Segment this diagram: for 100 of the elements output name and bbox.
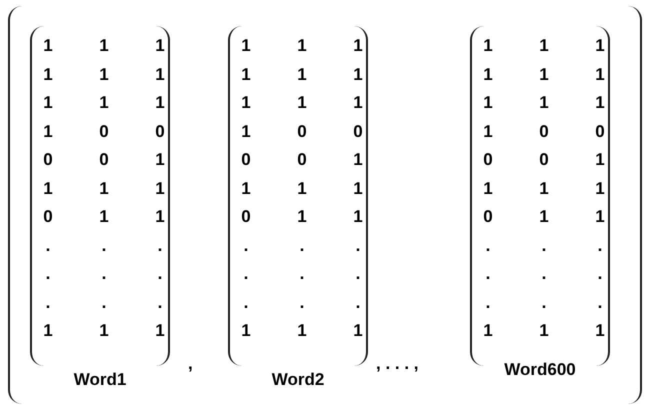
matrix-entry: 1 — [538, 36, 550, 56]
matrix-entry: 0 — [482, 150, 494, 170]
matrix-entry: 1 — [594, 93, 606, 113]
matrix-entry: 1 — [42, 64, 54, 84]
matrix-entry: 0 — [98, 122, 110, 142]
matrix-entry: . — [156, 292, 164, 312]
matrix-entry: . — [484, 292, 492, 312]
matrix-entry: 1 — [594, 178, 606, 198]
matrix-entry: 1 — [352, 64, 364, 84]
matrix-entry: 1 — [240, 64, 252, 84]
matrix-entry: 0 — [154, 122, 166, 142]
matrix-entry: 1 — [98, 207, 110, 227]
matrix-entry: 1 — [296, 36, 308, 56]
matrix-entry: 1 — [352, 93, 364, 113]
matrix-entry: 1 — [154, 64, 166, 84]
matrix-entry: . — [44, 236, 52, 256]
matrix-entry: . — [44, 292, 52, 312]
matrix-caption: Word1 — [72, 370, 128, 390]
matrix-entry: 1 — [482, 178, 494, 198]
matrix-entry: 0 — [296, 150, 308, 170]
matrix-entry: 1 — [296, 64, 308, 84]
matrix-entry: 1 — [538, 93, 550, 113]
matrix-entry: . — [540, 264, 548, 284]
matrix-entry: 1 — [42, 36, 54, 56]
matrix-entry: 1 — [594, 64, 606, 84]
matrix-entry: 0 — [296, 122, 308, 142]
matrix-entry: 0 — [98, 150, 110, 170]
matrix-entry: 1 — [538, 64, 550, 84]
matrix-entry: 1 — [240, 36, 252, 56]
matrix-entry: 0 — [352, 122, 364, 142]
matrix-entry: . — [596, 236, 604, 256]
matrix-entry: 1 — [482, 321, 494, 341]
matrix-entry: 1 — [296, 93, 308, 113]
matrix-entry: 0 — [42, 207, 54, 227]
matrix-entry: 0 — [594, 122, 606, 142]
matrix-caption: Word600 — [503, 360, 577, 380]
matrix-entry: 1 — [352, 207, 364, 227]
matrix-entry: . — [100, 236, 108, 256]
matrix-entry: 1 — [240, 178, 252, 198]
matrix-entry: 1 — [154, 93, 166, 113]
matrix-entry: 1 — [352, 150, 364, 170]
matrix-entry: . — [354, 236, 362, 256]
matrix-caption: Word2 — [270, 370, 326, 390]
matrix-entry: 1 — [482, 122, 494, 142]
matrix-entry: 1 — [482, 93, 494, 113]
separator-text: , — [188, 354, 193, 374]
matrix-entry: 1 — [296, 207, 308, 227]
matrix-entry: . — [298, 236, 306, 256]
matrix-entry: 1 — [42, 321, 54, 341]
matrix-entry: 1 — [538, 321, 550, 341]
matrix-entry: 1 — [482, 64, 494, 84]
matrix-entry: 1 — [352, 36, 364, 56]
matrix-entry: 1 — [352, 321, 364, 341]
matrix-entry: . — [242, 236, 250, 256]
matrix-entry: . — [596, 292, 604, 312]
matrix-entry: 1 — [98, 178, 110, 198]
matrix-entry: 0 — [240, 150, 252, 170]
matrix-entry: 1 — [154, 321, 166, 341]
matrix-entry: 1 — [98, 93, 110, 113]
matrix-entry: . — [156, 236, 164, 256]
matrix-entry: 1 — [98, 36, 110, 56]
matrix-entry: . — [298, 264, 306, 284]
matrix-entry: . — [540, 236, 548, 256]
matrix-entry: 1 — [154, 207, 166, 227]
matrix-entry: . — [354, 264, 362, 284]
matrix-entry: 1 — [352, 178, 364, 198]
matrix-entry: 0 — [538, 122, 550, 142]
matrix-entry: . — [242, 292, 250, 312]
matrix-entry: 1 — [42, 122, 54, 142]
matrix-entry: . — [44, 264, 52, 284]
matrix-entry: 1 — [42, 178, 54, 198]
matrix-entry: 1 — [240, 93, 252, 113]
matrix-entry: . — [298, 292, 306, 312]
matrix-entry: 1 — [538, 178, 550, 198]
matrix-entry: . — [540, 292, 548, 312]
separator-text: , . . . , — [376, 354, 419, 374]
matrix-entry: 1 — [240, 321, 252, 341]
matrix-entry: 0 — [482, 207, 494, 227]
matrix-entry: . — [596, 264, 604, 284]
matrix-entry: 1 — [594, 207, 606, 227]
matrix-entry: 0 — [538, 150, 550, 170]
matrix-entry: 1 — [296, 321, 308, 341]
matrix-entry: 1 — [296, 178, 308, 198]
matrix-entry: 0 — [240, 207, 252, 227]
matrix-entry: . — [354, 292, 362, 312]
matrix-entry: . — [156, 264, 164, 284]
matrix-entry: 1 — [98, 321, 110, 341]
matrix-entry: . — [242, 264, 250, 284]
matrix-entry: . — [100, 264, 108, 284]
matrix-entry: 1 — [42, 93, 54, 113]
matrix-entry: 0 — [42, 150, 54, 170]
matrix-entry: 1 — [154, 36, 166, 56]
matrix-entry: . — [484, 264, 492, 284]
matrix-entry: 1 — [594, 321, 606, 341]
matrix-entry: 1 — [154, 150, 166, 170]
matrix-entry: 1 — [240, 122, 252, 142]
matrix-entry: 1 — [594, 36, 606, 56]
matrix-entry: 1 — [482, 36, 494, 56]
matrix-entry: 1 — [154, 178, 166, 198]
matrix-entry: . — [100, 292, 108, 312]
